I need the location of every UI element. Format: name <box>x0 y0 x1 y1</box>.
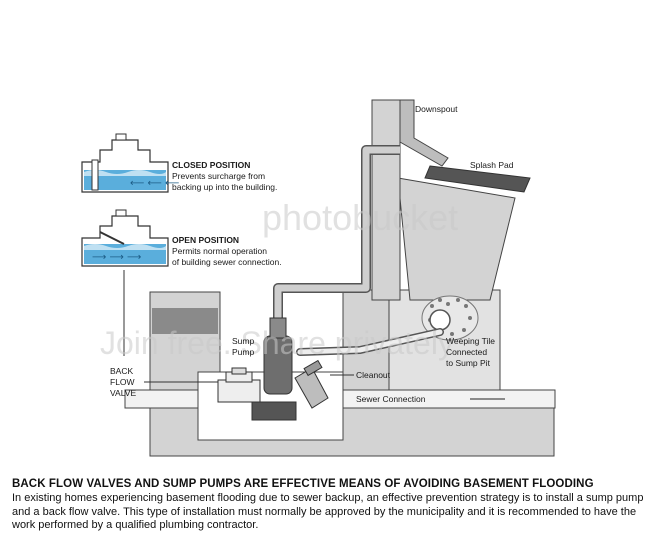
label-cleanout: Cleanout <box>356 370 391 380</box>
label-closed-position-line2: backing up into the building. <box>172 182 277 192</box>
label-weeping-line3: to Sump Pit <box>446 358 491 368</box>
label-weeping-line2: Connected <box>446 347 487 357</box>
label-open-position-title: OPEN POSITION <box>172 235 239 245</box>
watermark-logo-text: photobucket <box>262 197 458 238</box>
exterior-wall <box>371 99 401 301</box>
label-open-position-line1: Permits normal operation <box>172 246 267 256</box>
open-valve-detail: ⟶ ⟶ ⟶ <box>81 209 169 267</box>
label-back-flow-line2: FLOW <box>110 377 135 387</box>
watermark-tagline-text: Join free. Share privately. <box>100 325 460 361</box>
label-sewer-connection: Sewer Connection <box>356 394 426 404</box>
svg-text:⟶ ⟶ ⟶: ⟶ ⟶ ⟶ <box>92 252 141 263</box>
label-downspout: Downspout <box>415 104 458 114</box>
back-flow-valve <box>217 367 261 403</box>
downspout-pipe <box>399 99 449 167</box>
left-gravel-bed <box>152 308 218 334</box>
label-closed-position-line1: Prevents surcharge from <box>172 171 265 181</box>
basement-flooding-diagram: ⟵ ⟵ ⟵ ⟶ ⟶ ⟶ photobucket Join free. Share… <box>81 99 556 457</box>
label-back-flow-line1: BACK <box>110 366 133 376</box>
label-splash-pad: Splash Pad <box>470 160 514 170</box>
label-sump-pump-line1: Sump <box>232 336 254 346</box>
label-back-flow-line3: VALVE <box>110 388 136 398</box>
closed-valve-detail: ⟵ ⟵ ⟵ <box>81 133 179 193</box>
splash-pad <box>424 165 531 193</box>
sump-pump-base <box>251 401 297 421</box>
label-weeping-line1: Weeping Tile <box>446 336 495 346</box>
sump-pump-assembly <box>251 145 400 421</box>
caption-block: BACK FLOW VALVES AND SUMP PUMPS ARE EFFE… <box>12 478 662 533</box>
foundation-structure <box>124 99 556 457</box>
outer-ground-slope <box>397 177 516 301</box>
caption-body: In existing homes experiencing basement … <box>12 492 644 531</box>
cleanout-fitting <box>294 359 329 409</box>
svg-text:⟵ ⟵ ⟵: ⟵ ⟵ ⟵ <box>130 178 179 189</box>
label-sump-pump-line2: Pump <box>232 347 254 357</box>
label-closed-position-title: CLOSED POSITION <box>172 160 250 170</box>
label-open-position-line2: of building sewer connection. <box>172 257 282 267</box>
caption-title: BACK FLOW VALVES AND SUMP PUMPS ARE EFFE… <box>12 478 594 490</box>
